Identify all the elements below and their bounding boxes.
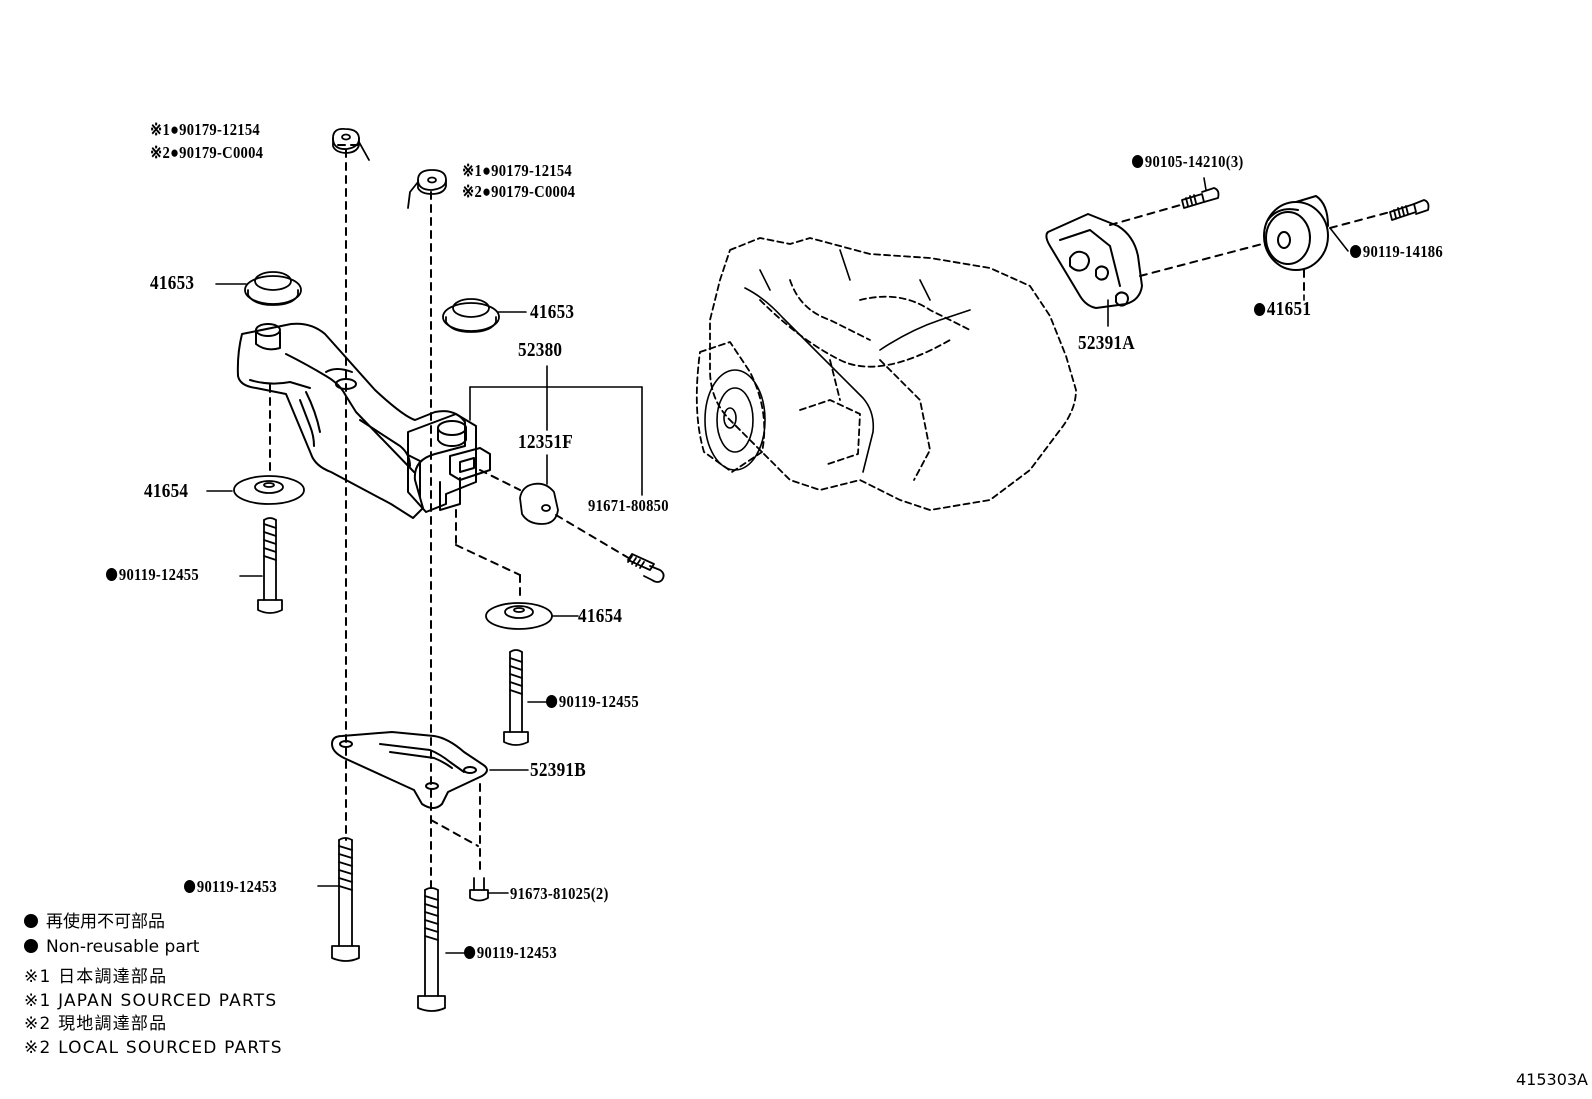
filled-dot-icon [1350,245,1362,258]
label-41653-left: 41653 [150,272,195,294]
filled-dot-icon [24,939,38,953]
transaxle-details [704,249,971,473]
legend-japan-sourced-en: ※1 JAPAN SOURCED PARTS [24,991,278,1011]
bolt-90119-12455-right [503,649,529,746]
label-90105-14210: 90105-14210(3) [1132,152,1244,171]
bushing-12351F [519,482,559,525]
label-91671-80850: 91671-80850 [588,496,669,515]
legend-text: Non-reusable part [46,937,200,957]
bolt-91673-81025 [469,877,489,902]
label-90119-12455-right: 90119-12455 [546,692,639,711]
insulator-41651 [1263,195,1329,271]
bolt-91671-80850 [627,553,665,583]
label-52380: 52380 [518,339,563,361]
legend-japan-sourced-jp: ※1 日本調達部品 [24,967,168,987]
label-41654-left: 41654 [144,480,189,502]
engine-mount-bracket [236,322,491,519]
label-41654-right: 41654 [578,605,623,627]
label-90179-12154-upper-middle: ※1●90179-12154 [462,161,572,180]
filled-dot-icon [24,914,38,928]
bolt-90119-14186 [1389,199,1430,221]
label-52391a: 52391A [1078,332,1135,354]
filled-dot-icon [546,695,558,708]
filled-dot-icon [464,946,476,959]
label-90119-12453-left: 90119-12453 [184,877,277,896]
leader-lines [206,177,1349,954]
label-90119-12455-left: 90119-12455 [106,565,199,584]
label-41653-right: 41653 [530,301,575,323]
legend-local-sourced-jp: ※2 現地調達部品 [24,1014,168,1034]
label-41651: 41651 [1254,298,1311,320]
bracket-52391B [331,731,488,809]
clip-upper-left [332,128,370,161]
filled-dot-icon [184,880,196,893]
label-91673-81025: 91673-81025(2) [510,884,609,903]
filled-dot-icon [106,568,118,581]
filled-dot-icon [1132,155,1144,168]
diagram-code: 415303A [1515,1070,1588,1089]
washer-41654-right [485,602,553,630]
bolt-90119-12455-left [257,517,283,614]
label-52391b: 52391B [530,759,587,781]
stopper-41653-left [244,271,302,306]
label-90119-14186: 90119-14186 [1350,242,1443,261]
filled-dot-icon [1254,303,1266,316]
stopper-41653-right [442,298,500,333]
legend-text: 再使用不可部品 [46,912,165,932]
bracket-52391A [1045,213,1143,309]
label-90179-c0004-upper-left: ※2●90179-C0004 [150,143,264,162]
bolt-90119-12453-left [331,837,360,962]
legend-local-sourced-en: ※2 LOCAL SOURCED PARTS [24,1038,283,1058]
clip-upper-middle [407,169,447,209]
bolt-90119-12453-right [417,887,446,1012]
label-90119-12453-right: 90119-12453 [464,943,557,962]
bolt-90105-14210 [1181,187,1220,209]
washer-41654-left [233,475,305,505]
transaxle-outline [695,237,1077,511]
label-90179-c0004-upper-middle: ※2●90179-C0004 [462,182,576,201]
label-12351f: 12351F [518,431,574,453]
legend-nonreusable-jp: 再使用不可部品 [24,911,165,933]
label-90179-12154-upper-left: ※1●90179-12154 [150,120,260,139]
legend-nonreusable-en: Non-reusable part [24,936,199,958]
assembly-guide-lines [269,144,1391,891]
